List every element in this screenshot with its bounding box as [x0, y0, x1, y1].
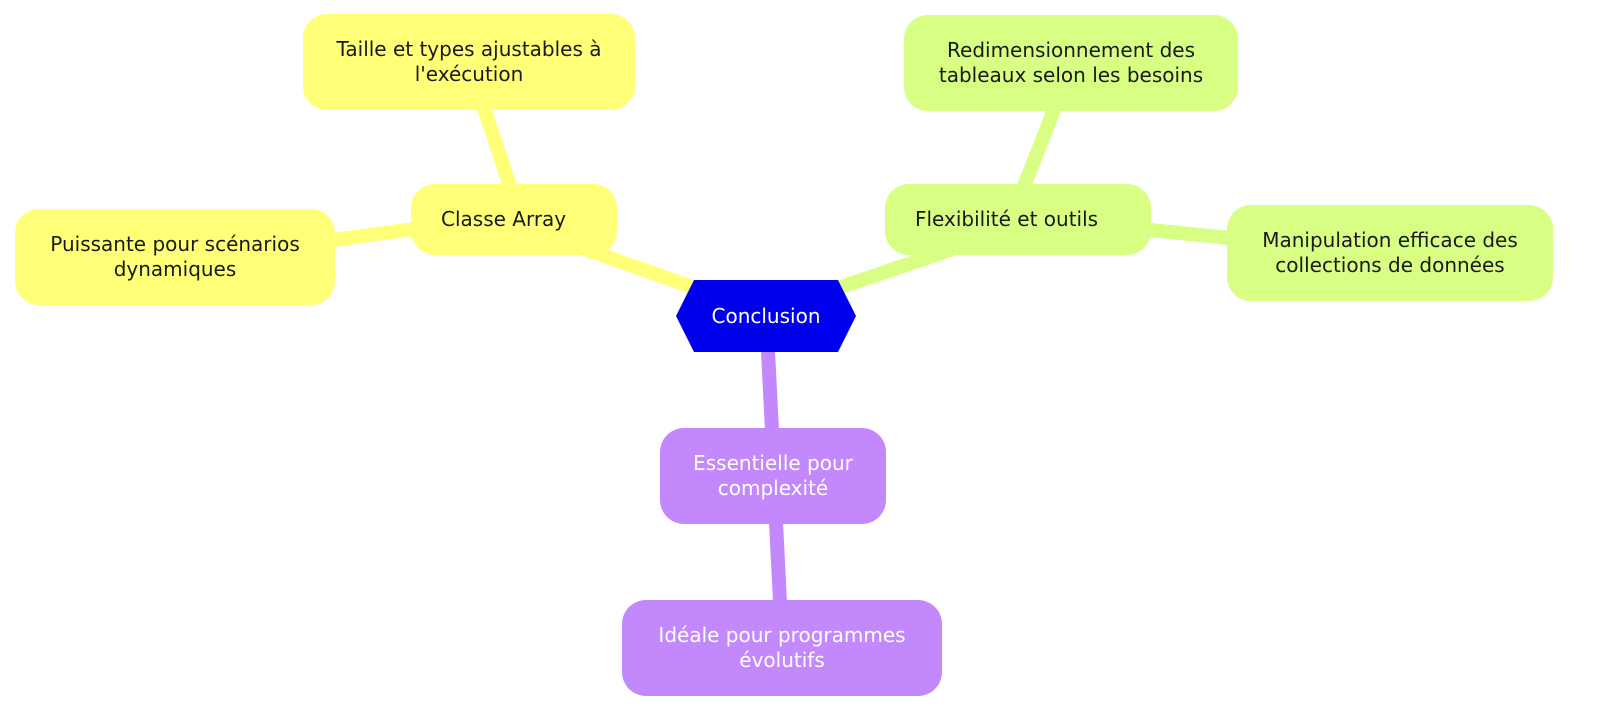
leaf-node-taille-types: Taille et types ajustables à l'exécution	[303, 14, 635, 110]
edge-root-flexibilite	[831, 243, 957, 295]
branch-node-label: Essentielle pour complexité	[693, 451, 853, 500]
leaf-node-manipulation: Manipulation efficace des collections de…	[1227, 205, 1553, 301]
edge-flexibilite-manipulation	[1143, 223, 1237, 245]
edge-classe-array-taille	[477, 101, 517, 193]
leaf-node-puissante: Puissante pour scénarios dynamiques	[15, 209, 335, 305]
branch-node-essentielle: Essentielle pour complexité	[660, 428, 886, 524]
leaf-node-label: Manipulation efficace des collections de…	[1262, 228, 1518, 277]
edge-root-classe-array	[575, 241, 702, 295]
edge-root-essentielle	[761, 345, 779, 437]
leaf-node-label: Redimensionnement des tableaux selon les…	[938, 38, 1204, 87]
leaf-node-ideale: Idéale pour programmes évolutifs	[622, 600, 942, 696]
leaf-node-redimensionnement: Redimensionnement des tableaux selon les…	[904, 15, 1238, 111]
edges	[326, 101, 1237, 609]
leaf-node-label: Puissante pour scénarios dynamiques	[50, 232, 300, 281]
branch-node-flexibilite: Flexibilité et outils	[885, 184, 1151, 255]
leaf-node-label: Taille et types ajustables à l'exécution	[336, 37, 602, 86]
branch-node-label: Flexibilité et outils	[915, 207, 1099, 231]
leaf-node-label: Idéale pour programmes évolutifs	[658, 623, 906, 672]
branch-node-classe-array: Classe Array	[411, 184, 617, 255]
root-node-conclusion: Conclusion	[676, 280, 856, 352]
edge-flexibilite-redimensionnement	[1017, 103, 1061, 193]
edge-classe-array-puissante	[326, 222, 421, 247]
root-node-label: Conclusion	[711, 303, 821, 328]
edge-essentielle-ideale	[769, 515, 787, 609]
branch-node-label: Classe Array	[441, 207, 567, 231]
